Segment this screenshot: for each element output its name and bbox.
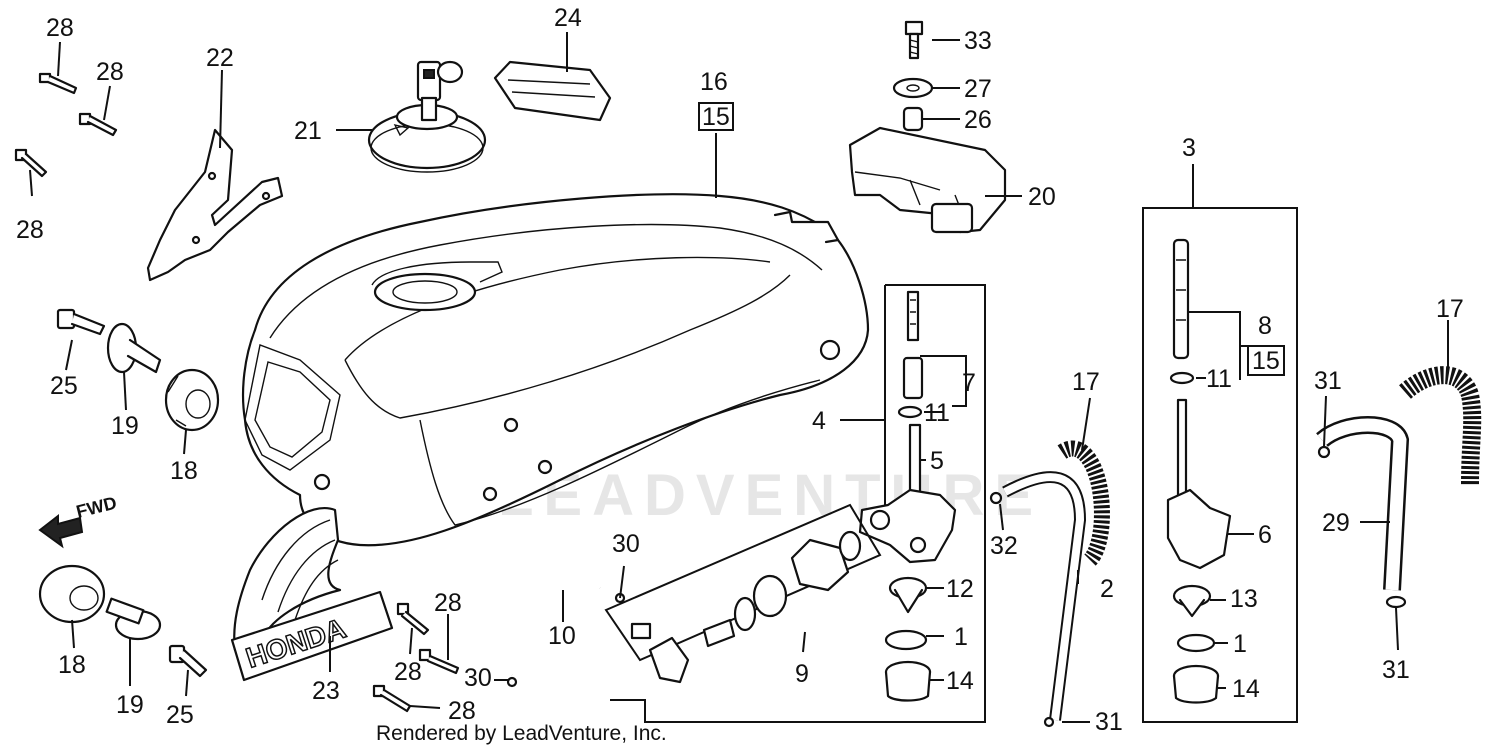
callout-31: 31 [1382,656,1410,684]
callout-28: 28 [394,658,422,686]
collar-19-a [106,322,162,374]
collar-26 [902,106,924,132]
screw-28-f [372,684,412,713]
emblem-pad [493,60,612,122]
callout-2: 2 [1100,575,1114,603]
callout-27: 27 [964,75,992,103]
fuel-tank [241,193,870,547]
callout-25: 25 [166,701,194,729]
strainer-7 [902,290,924,400]
callout-19: 19 [111,412,139,440]
callout-22: 22 [206,44,234,72]
callout-24: 24 [554,4,582,32]
bolt-33 [904,20,924,60]
bolt-25-a [56,308,106,336]
o-ring-11-a [897,405,923,419]
collar-19-b [105,597,162,641]
screw-28-d [396,602,430,636]
callout-11: 11 [924,399,950,427]
valve-assembly-box-4 [610,284,986,723]
callout-17: 17 [1436,295,1464,323]
callout-15: 15 [1252,347,1280,375]
callout-33: 33 [964,27,992,55]
forward-arrow-icon: FWD [38,493,119,549]
callout-30: 30 [612,530,640,558]
callout-14: 14 [946,667,974,695]
valve-kit-box-9 [604,503,882,662]
callout-6: 6 [1258,521,1272,549]
callout-19: 19 [116,691,144,719]
callout-box-15 [1247,345,1285,376]
callout-box-15 [698,102,734,131]
spring-hose-17-b [1399,366,1482,486]
callout-1: 1 [954,623,968,651]
cushion-18-b [38,564,106,624]
callout-28: 28 [16,216,44,244]
callout-12: 12 [946,575,974,603]
callout-4: 4 [812,407,826,435]
callout-29: 29 [1322,509,1350,537]
fuel-hose-2 [1003,473,1085,721]
callout-31: 31 [1314,367,1342,395]
o-ring-1-b [1176,633,1216,653]
bolt-25-b [168,644,208,678]
callout-9: 9 [795,660,809,688]
callout-13: 13 [1230,585,1258,613]
spring-hose-17-a [1057,440,1110,566]
screw-28-a [38,72,78,95]
screw-28-e [418,648,460,675]
fuel-valve-body-5 [858,423,957,564]
valve-kit-parts [630,530,862,684]
screw-28-c [14,148,48,178]
callout-16: 16 [700,68,728,96]
washer-27 [892,77,934,99]
callout-26: 26 [964,106,992,134]
callout-8: 8 [1258,312,1272,340]
o-ring-1-a [884,629,928,651]
callout-32: 32 [990,532,1018,560]
leader-lines [29,32,1449,723]
credit-text: Rendered by LeadVenture, Inc. [376,722,667,745]
callout-10: 10 [548,622,576,650]
rubber-mount [848,126,1007,234]
sediment-bowl-14-b [1172,664,1220,704]
fuel-valve-6 [1166,398,1232,570]
callout-numbers: 28 28 28 22 21 24 16 15 33 27 26 20 3 8 … [16,4,1464,736]
callout-30: 30 [464,664,492,692]
side-bracket [146,128,284,282]
filter-cup-13 [1172,584,1212,618]
callout-14: 14 [1232,675,1260,703]
callout-1: 1 [1233,630,1247,658]
fwd-label: FWD [74,493,119,522]
callout-15: 15 [702,103,730,131]
callout-28: 28 [448,697,476,725]
callout-28: 28 [96,58,124,86]
sediment-bowl-14-a [884,660,932,702]
strainer-8 [1172,238,1190,360]
callout-18: 18 [58,651,86,679]
callout-31: 31 [1095,708,1123,736]
callout-21: 21 [294,117,322,145]
fuel-cap [367,60,487,173]
callout-28: 28 [434,589,462,617]
filter-cup-12 [888,576,928,614]
callout-7: 7 [962,369,976,397]
screw-28-b [78,112,118,137]
cushion-18-a [164,368,220,432]
vent-hose-29 [1317,418,1407,591]
callout-17: 17 [1072,368,1100,396]
callout-5: 5 [930,447,944,475]
callout-23: 23 [312,677,340,705]
callout-3: 3 [1182,134,1196,162]
callout-28: 28 [46,14,74,42]
watermark: LEADVENTURE [498,463,1043,528]
callout-20: 20 [1028,183,1056,211]
o-ring-11-b [1169,371,1195,385]
callout-25: 25 [50,372,78,400]
valve-assembly-box-3 [1142,207,1298,723]
callout-18: 18 [170,457,198,485]
callout-11: 11 [1206,365,1232,393]
